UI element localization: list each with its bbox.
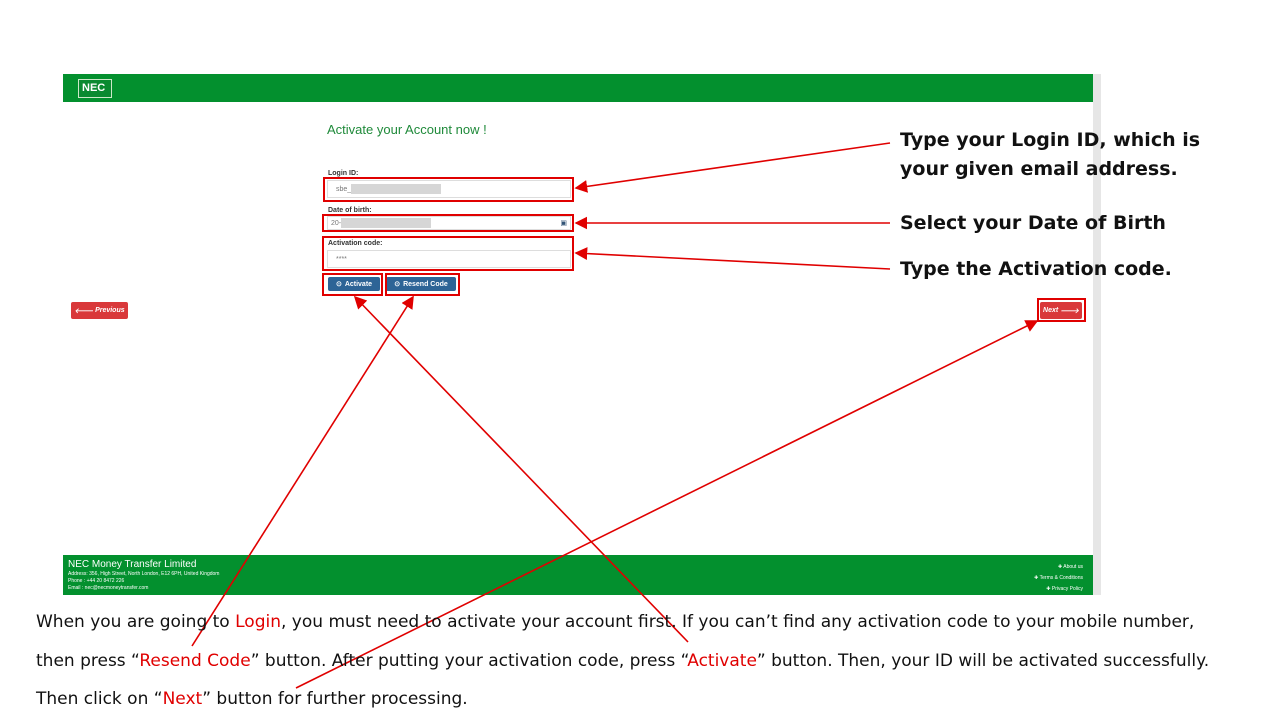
phone: Phone : +44 20 8472 226 [68, 578, 125, 584]
address: Address: 356, High Street, North London,… [68, 571, 220, 577]
instruction-caption: When you are going to Login, you must ne… [36, 603, 1236, 719]
dob-highlight [322, 214, 574, 232]
login-id-input[interactable]: sbe_ [327, 180, 571, 198]
activate-label: Activate [344, 280, 373, 288]
caption-text: When you are going to [36, 612, 236, 632]
caption-text: ” button. After putting your activation … [250, 650, 688, 671]
resend-code-button[interactable]: ⊙Resend Code [386, 277, 456, 291]
resend-highlight [385, 273, 460, 296]
link-label: Terms & Conditions [1039, 575, 1083, 581]
code-label: Activation code: [328, 240, 383, 247]
link-label: Privacy Policy [1051, 586, 1083, 592]
dob-value: 20- [331, 219, 342, 227]
next-label: Next [1043, 307, 1059, 314]
nec-logo[interactable]: NEC [78, 79, 112, 98]
previous-label: Previous [95, 307, 125, 314]
arrow-resend [191, 295, 414, 647]
arrow-next [295, 320, 1039, 689]
caption-highlight-activate: Activate [687, 650, 757, 671]
previous-button[interactable]: 🡐 Previous [71, 302, 128, 319]
next-button[interactable]: Next 🡒 [1040, 302, 1082, 319]
company-name: NEC Money Transfer Limited [68, 559, 197, 570]
caption-highlight-login: Login [235, 612, 281, 632]
arrow-code [574, 247, 891, 270]
caption-highlight-next: Next [162, 689, 203, 709]
dob-input[interactable]: 20- ▣ [327, 216, 571, 230]
activation-code-input[interactable]: **** [327, 250, 571, 268]
login-value: sbe_ [336, 185, 352, 193]
caption-text: ” button for further processing. [202, 689, 468, 709]
clock-icon: ⊙ [394, 281, 401, 288]
link-label: About us [1063, 564, 1083, 570]
redacted [351, 184, 442, 194]
email: Email : nec@necmoneytransfer.com [68, 585, 149, 591]
login-highlight [323, 177, 574, 202]
footer-link-about[interactable]: ✚ About us [1057, 564, 1083, 570]
redacted [341, 218, 432, 228]
dob-label: Date of birth: [328, 207, 372, 214]
calendar-icon[interactable]: ▣ [560, 220, 567, 227]
page-title: Activate your Account now ! [327, 122, 487, 137]
arrow-activate [353, 295, 689, 643]
resend-label: Resend Code [403, 280, 448, 288]
footer-link-privacy[interactable]: ✚ Privacy Policy [1046, 586, 1083, 592]
code-highlight [322, 236, 574, 271]
arrow-login [574, 142, 891, 193]
login-label: Login ID: [328, 170, 359, 177]
next-highlight [1037, 298, 1086, 322]
annotation-code: Type the Activation code. [900, 258, 1172, 280]
top-bar: NEC [63, 74, 1093, 102]
app-screenshot: NEC Activate your Account now ! Login ID… [63, 74, 1101, 595]
arrow-left-icon: 🡐 [74, 308, 96, 315]
caption-text: , you must need to activate your account… [36, 612, 1195, 671]
activate-highlight [322, 273, 383, 296]
caption-text: ” button. Then, your ID will be activate… [36, 650, 1210, 710]
footer: NEC Money Transfer Limited Address: 356,… [63, 555, 1093, 595]
annotation-login: Type your Login ID, which is your given … [900, 129, 1201, 180]
footer-link-terms[interactable]: ✚ Terms & Conditions [1034, 575, 1083, 581]
arrow-right-icon: 🡒 [1058, 308, 1079, 315]
activate-button[interactable]: ⊙Activate [328, 277, 380, 291]
caption-highlight-resend: Resend Code [139, 650, 251, 671]
clock-icon: ⊙ [335, 281, 342, 288]
annotation-dob: Select your Date of Birth [900, 212, 1166, 234]
